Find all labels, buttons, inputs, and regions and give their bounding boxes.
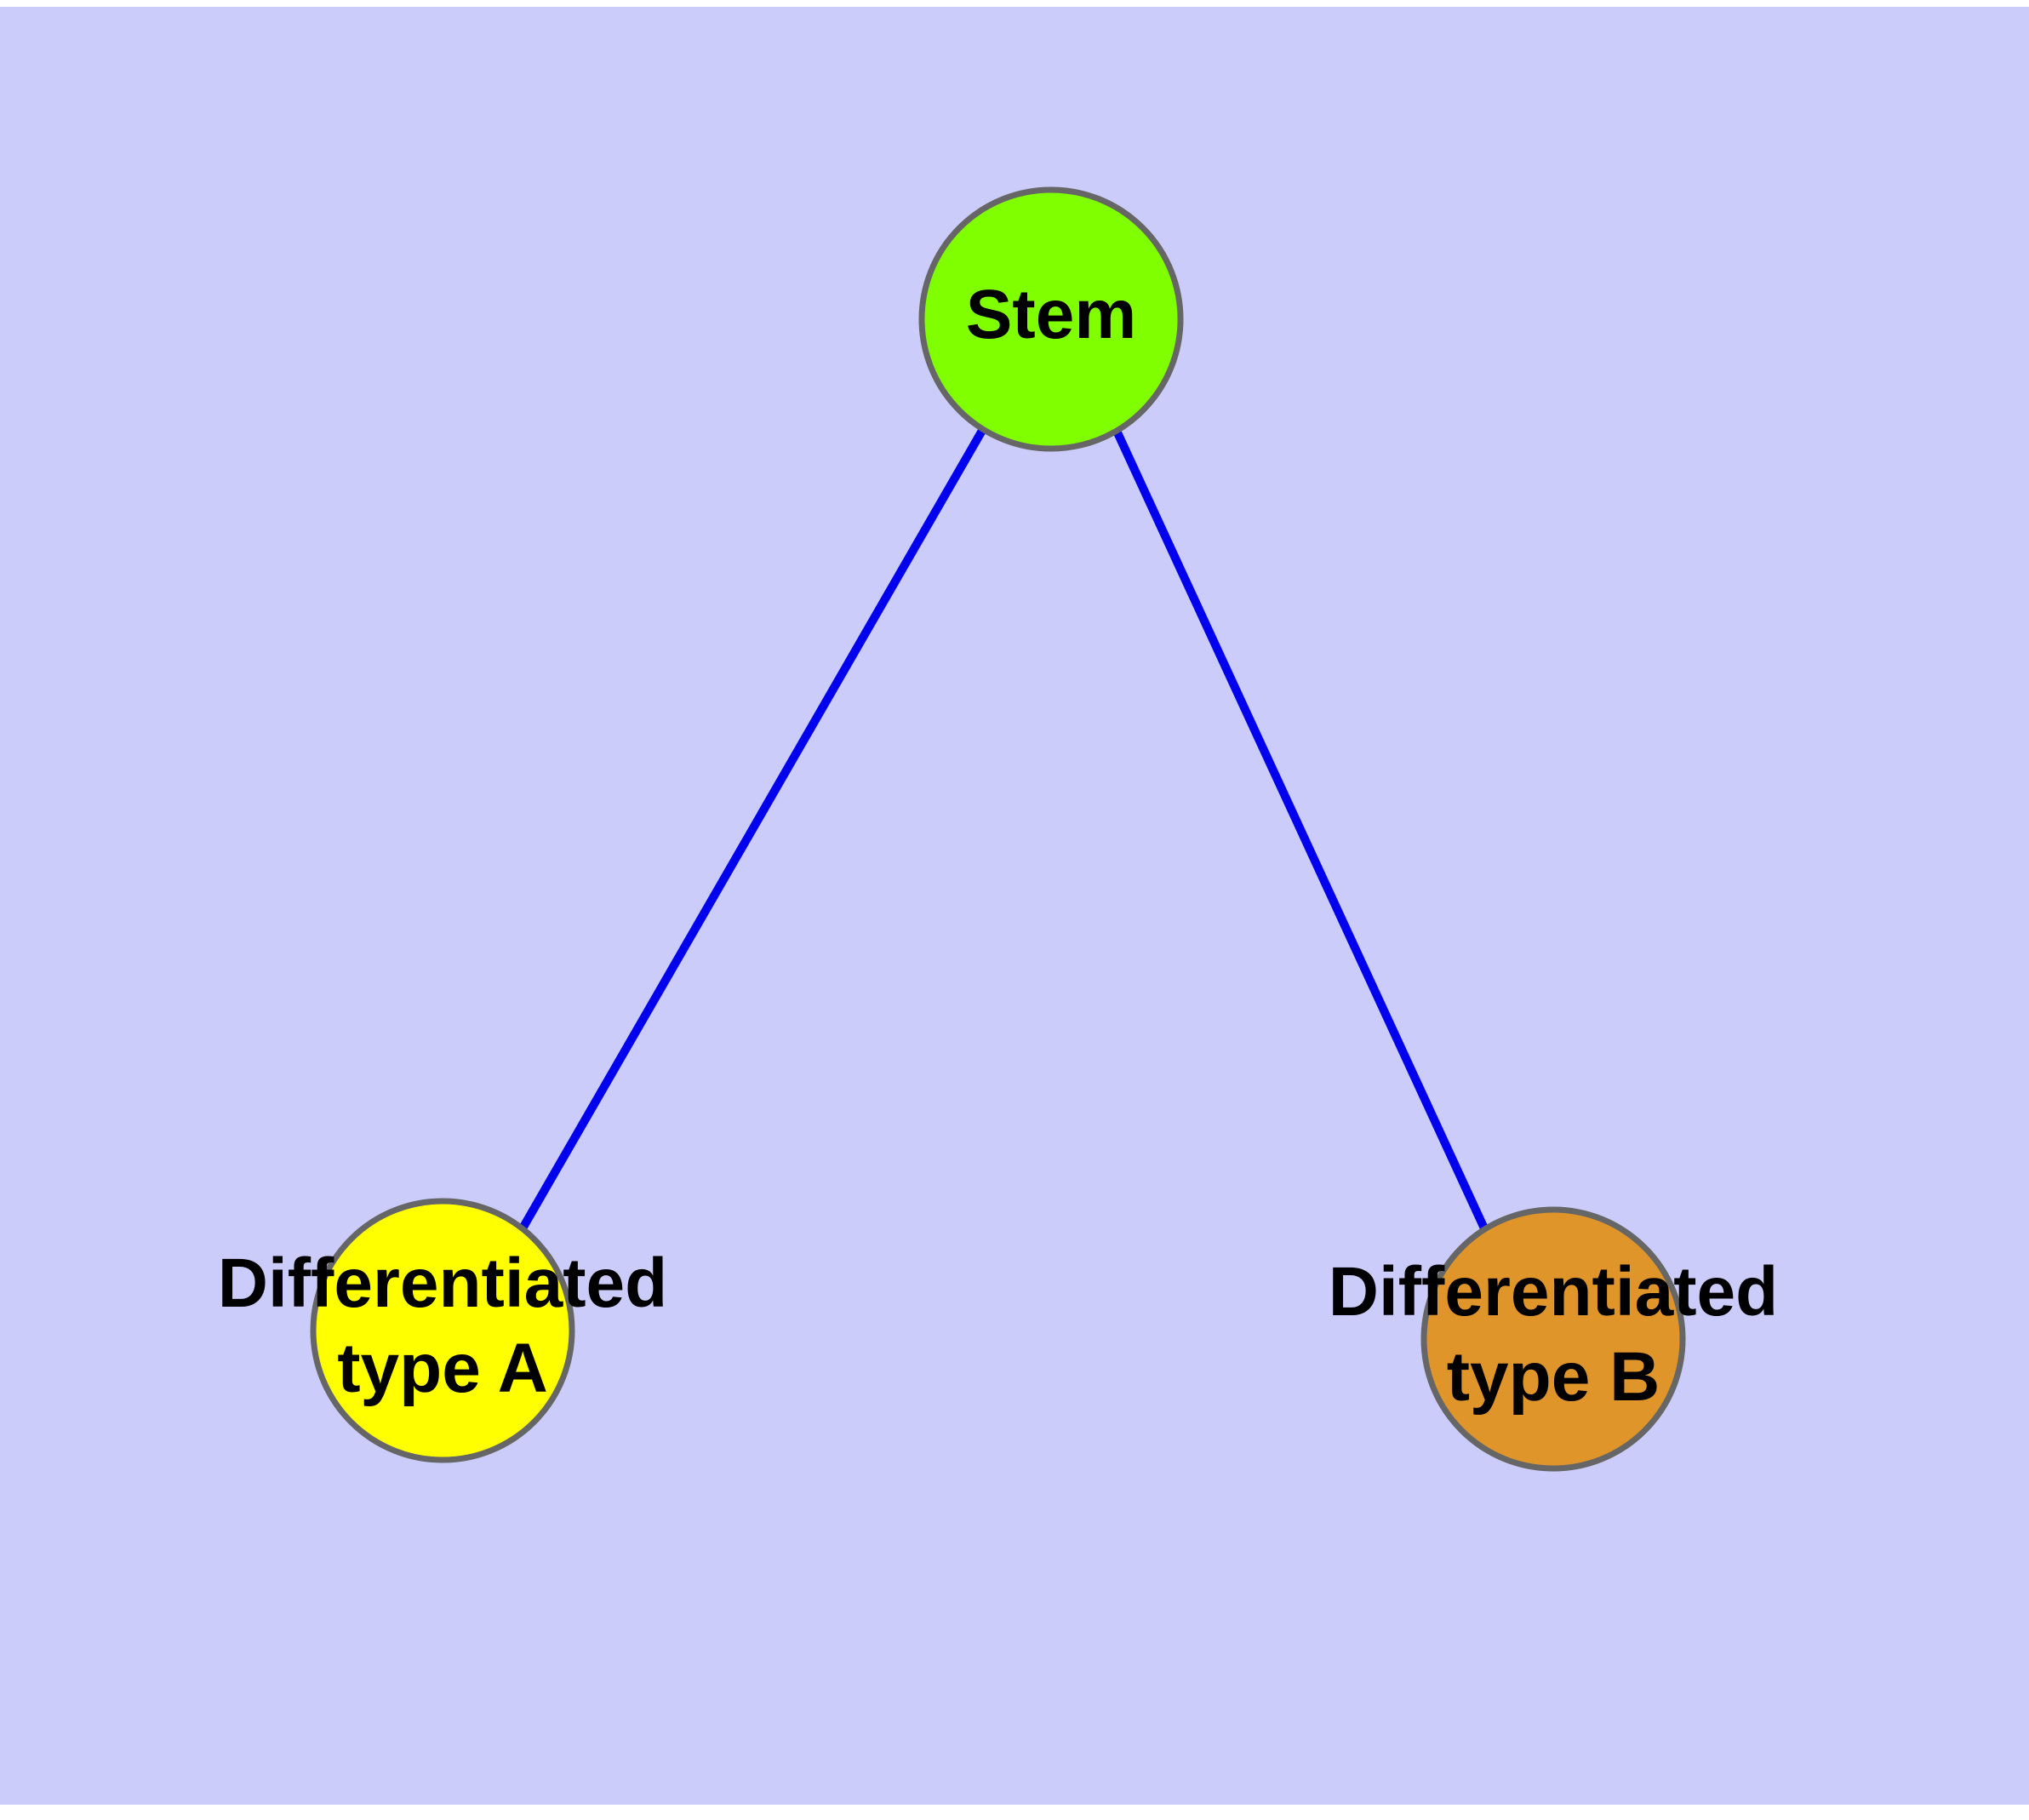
node-label-line: Differentiated: [1329, 1253, 1779, 1331]
edges-layer: [518, 426, 1489, 1231]
node-circle-diff_a[interactable]: [310, 1198, 575, 1463]
node-circle-stem[interactable]: [918, 186, 1184, 452]
node-label-diff_a: Differentiated type A: [218, 1245, 668, 1407]
node-label-stem: Stem: [966, 276, 1137, 353]
edge-stem-diff-a[interactable]: [518, 426, 987, 1231]
graph-node-stem[interactable]: Stem: [918, 186, 1184, 452]
node-label-line: Stem: [966, 276, 1137, 353]
node-label-line: type B: [1447, 1338, 1660, 1416]
graph-node-diff_a[interactable]: Differentiated type A: [218, 1198, 668, 1463]
node-circle-diff_b[interactable]: [1420, 1206, 1686, 1472]
edge-stem-diff-b[interactable]: [1112, 428, 1489, 1231]
node-label-line: type A: [337, 1330, 548, 1407]
node-label-line: Differentiated: [218, 1245, 668, 1322]
